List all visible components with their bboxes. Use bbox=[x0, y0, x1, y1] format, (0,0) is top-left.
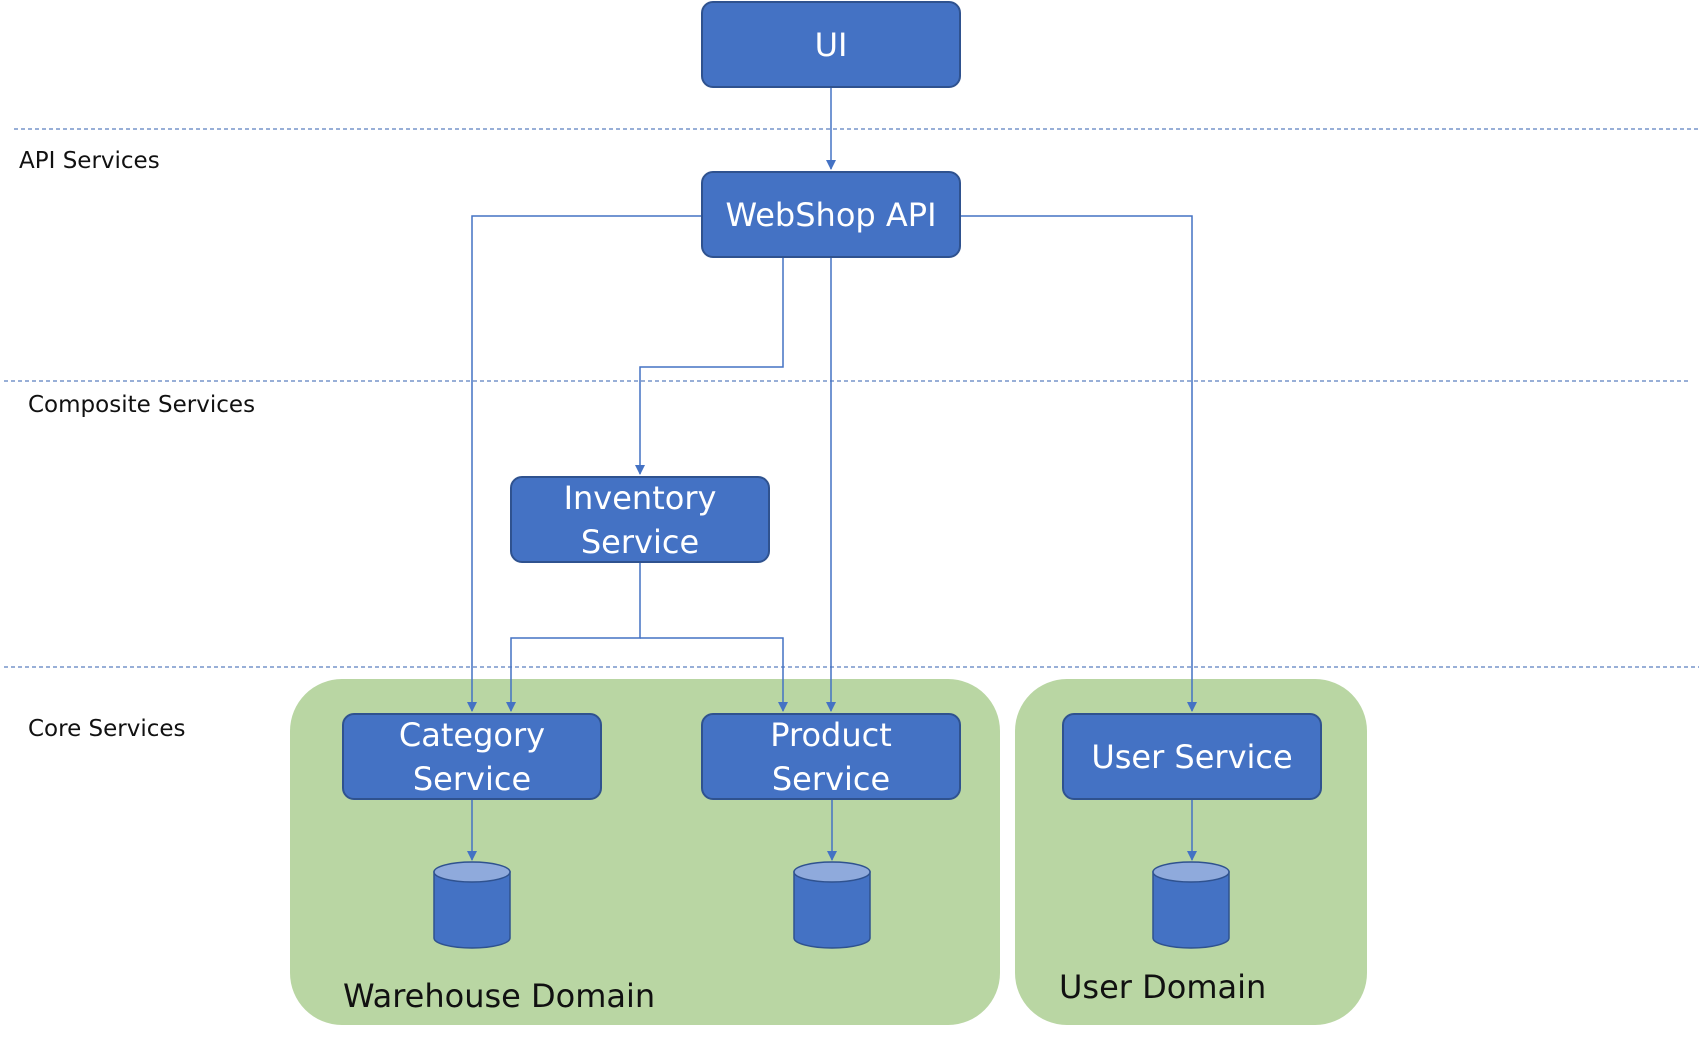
warehouse-domain-label: Warehouse Domain bbox=[343, 977, 656, 1015]
webshop-api-label: WebShop API bbox=[725, 195, 937, 234]
inventory-service-box: Inventory Service bbox=[510, 476, 770, 563]
inventory-service-label: Inventory Service bbox=[563, 478, 717, 561]
user-domain-label: User Domain bbox=[1059, 968, 1267, 1006]
user-service-label: User Service bbox=[1091, 737, 1293, 776]
ui-box: UI bbox=[701, 1, 961, 88]
layer-label-core: Core Services bbox=[28, 716, 186, 742]
arrow-webshop-to-user bbox=[960, 215, 1197, 712]
layer-label-composite: Composite Services bbox=[28, 392, 256, 418]
product-database-icon bbox=[793, 861, 871, 949]
user-database-icon bbox=[1152, 861, 1230, 949]
arrow-webshop-to-category bbox=[467, 215, 702, 712]
product-service-box: Product Service bbox=[701, 713, 961, 800]
ui-box-label: UI bbox=[814, 25, 848, 64]
category-service-box: Category Service bbox=[342, 713, 602, 800]
product-service-label: Product Service bbox=[770, 715, 892, 798]
arrow-inventory-to-category bbox=[506, 562, 641, 712]
webshop-api-box: WebShop API bbox=[701, 171, 961, 258]
category-service-label: Category Service bbox=[398, 715, 546, 798]
arrow-webshop-to-inventory bbox=[635, 258, 784, 475]
layer-label-api: API Services bbox=[19, 148, 160, 174]
user-service-box: User Service bbox=[1062, 713, 1322, 800]
category-database-icon bbox=[433, 861, 511, 949]
arrow-inventory-to-product bbox=[640, 637, 788, 712]
